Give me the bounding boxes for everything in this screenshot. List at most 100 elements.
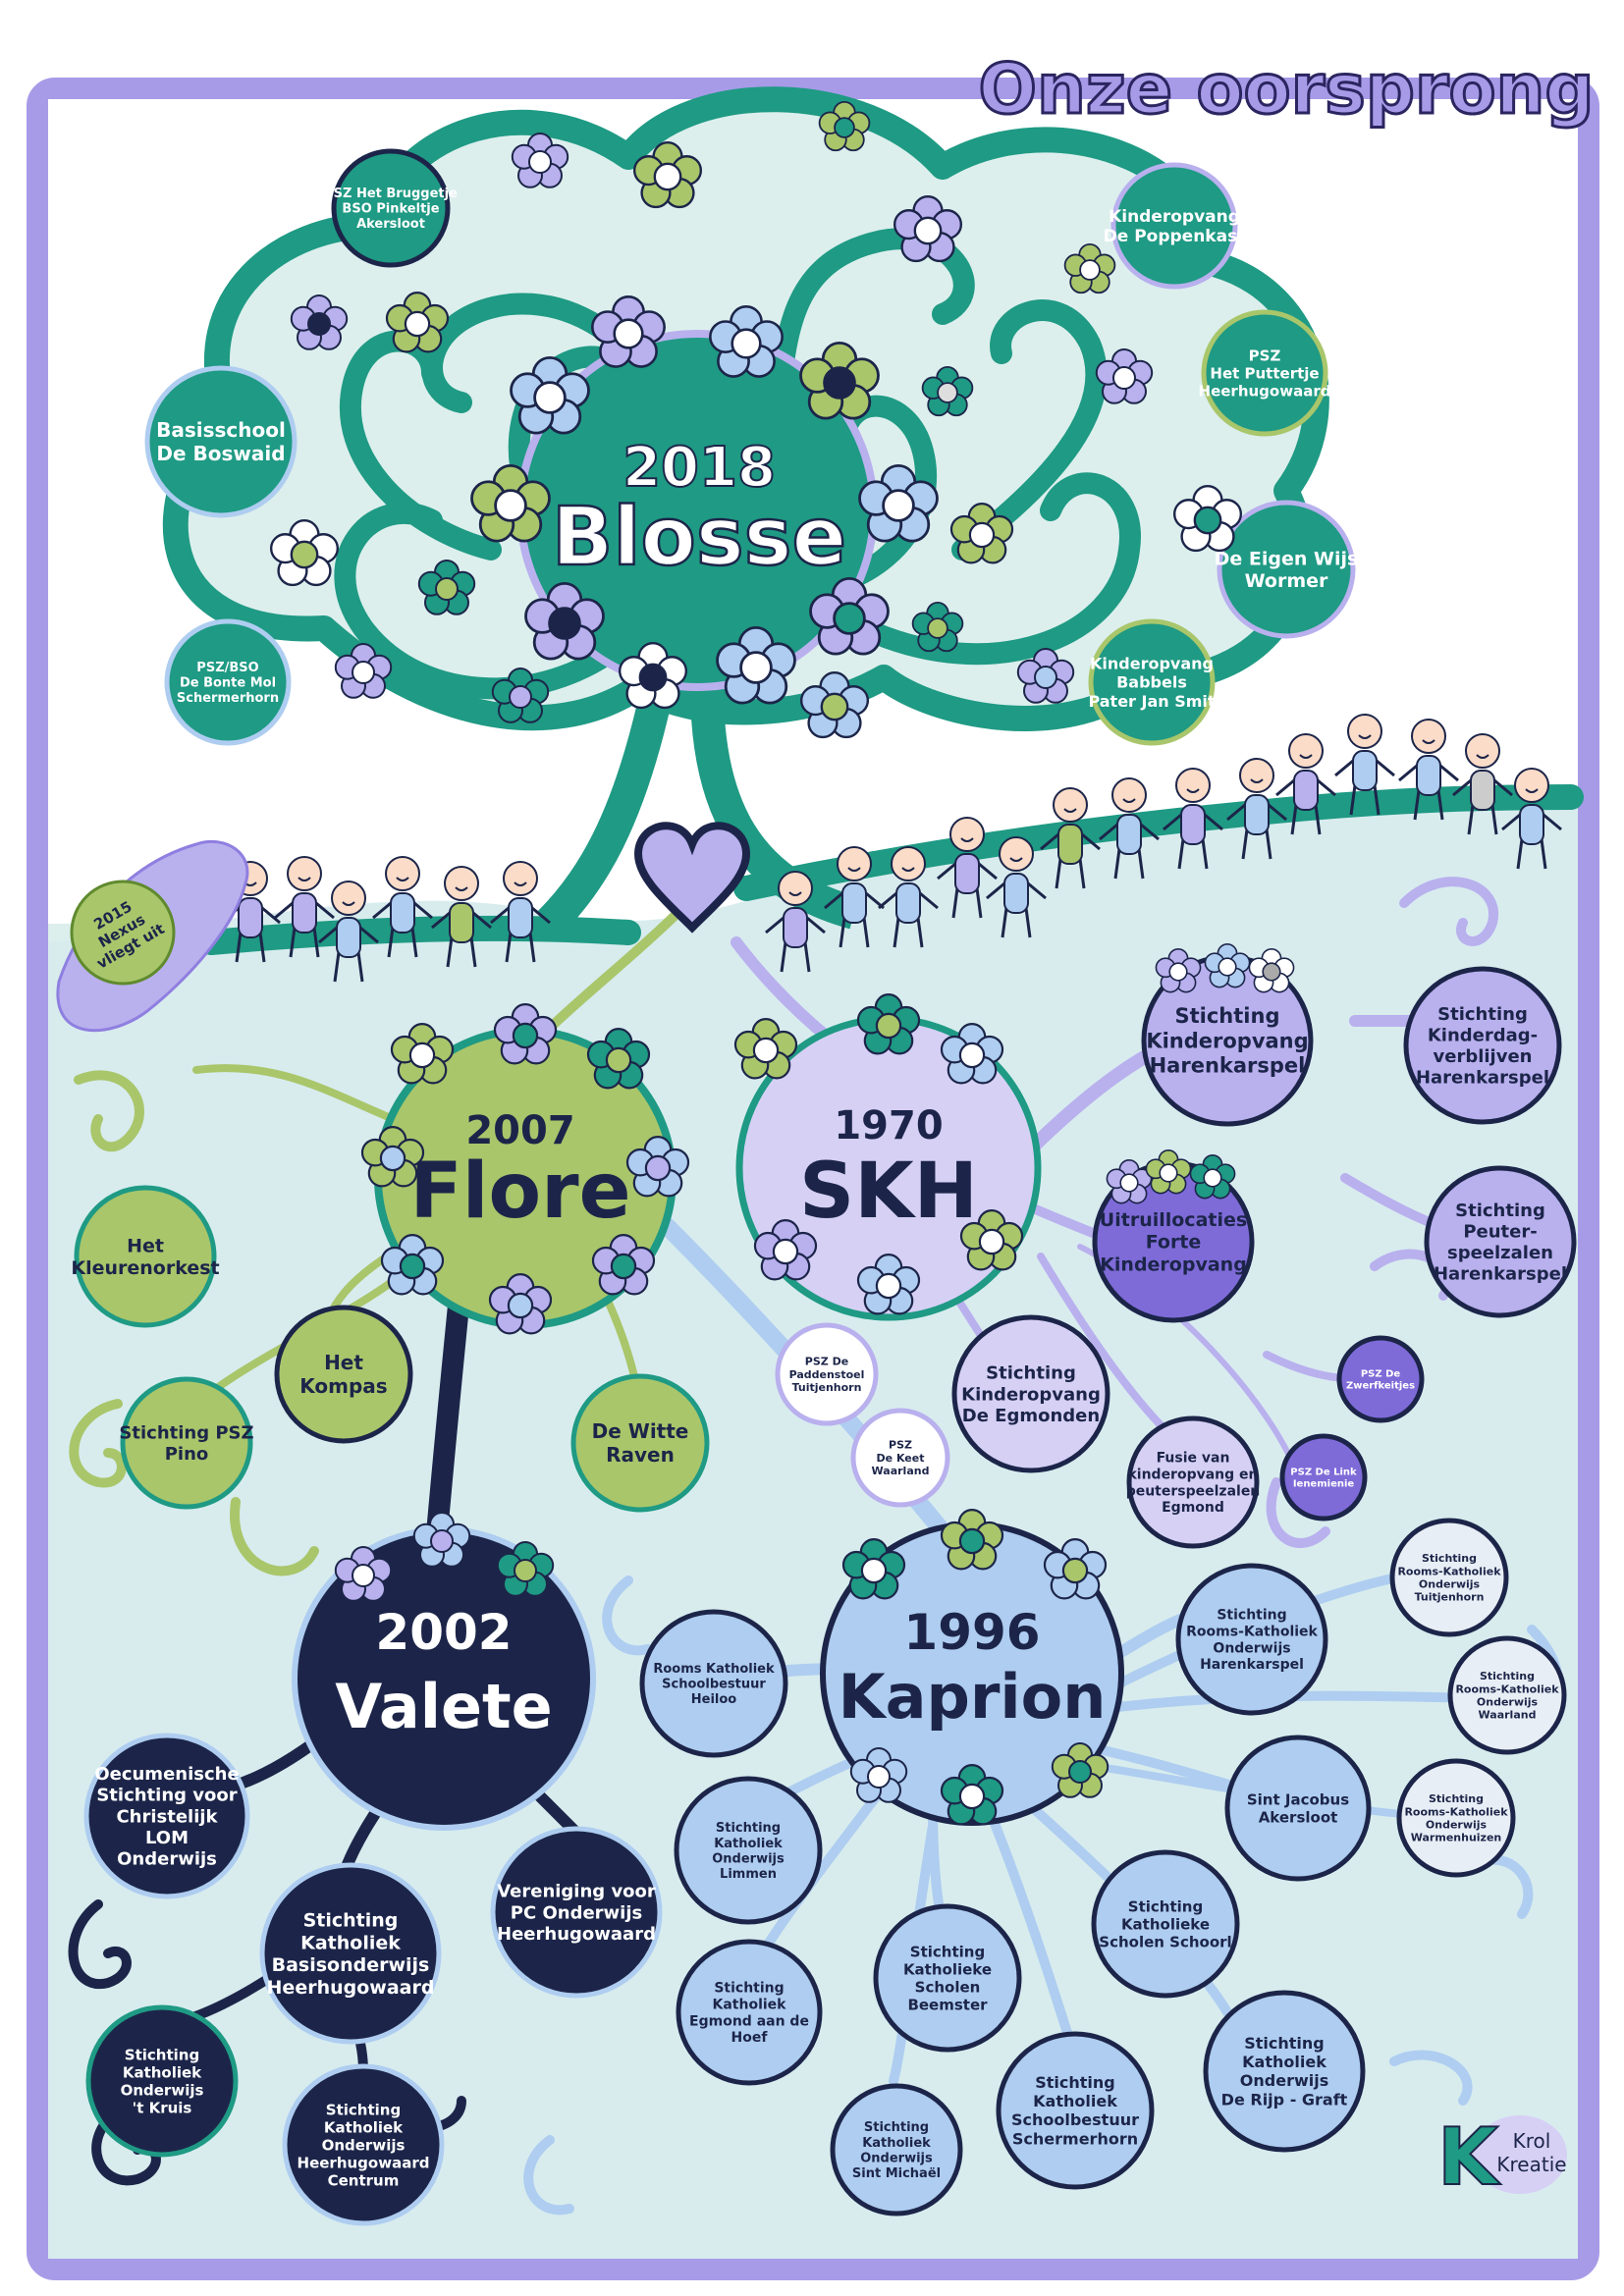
node-circle	[830, 2083, 963, 2216]
flower-icon	[360, 1125, 425, 1188]
flower-icon	[524, 582, 605, 661]
node-circle	[1203, 1990, 1366, 2153]
kaprion-node-2: StichtingRooms-KatholiekOnderwijsHarenka…	[1175, 1563, 1328, 1716]
node-label: Scholen Schoorl	[1099, 1933, 1231, 1950]
flower-icon	[1106, 1159, 1153, 1204]
node-circle	[1389, 1518, 1509, 1637]
blosse-year: 2018	[623, 436, 776, 500]
flower-icon	[618, 642, 688, 710]
node-label: Kinderdag-	[1428, 1026, 1538, 1046]
page-title: Onze oorsprong	[979, 49, 1595, 130]
node-label: verblijven	[1434, 1046, 1533, 1067]
node-label: Katholiek	[714, 1837, 783, 1851]
blosse-name: Blosse	[552, 491, 846, 584]
stick-figure	[1226, 758, 1287, 860]
node-label: Tuitjenhorn	[1415, 1591, 1485, 1604]
node-label: Kinderopvang	[1090, 654, 1214, 672]
node-label: Kinderopvang	[1146, 1029, 1308, 1052]
stick-figure	[274, 856, 335, 958]
node-label: Kinderopvang	[961, 1384, 1101, 1405]
node-label: Rooms Katholiek	[653, 1662, 775, 1677]
node-circle	[676, 1939, 823, 2086]
node-label: Stichting	[1455, 1201, 1545, 1221]
node-circle	[1424, 1165, 1577, 1318]
node-label: Schermerhorn	[1012, 2129, 1138, 2148]
node-label: Stichting	[1429, 1792, 1484, 1805]
kaprion-year: 1996	[903, 1604, 1040, 1661]
node-circle	[996, 2031, 1155, 2190]
node-label: Stichting	[1035, 2073, 1115, 2092]
krol-kreatie-logo: K Krol Kreatie	[1436, 2110, 1567, 2204]
node-label: Limmen	[720, 1867, 777, 1882]
node-circle	[1091, 1849, 1240, 1999]
node-label: Stichting	[714, 1981, 784, 1997]
flower-icon	[940, 1763, 1004, 1826]
skh-year: 1970	[834, 1103, 943, 1148]
node-label: Katholieke	[903, 1960, 992, 1978]
skh-name: SKH	[799, 1148, 978, 1236]
flower-icon	[496, 1541, 555, 1597]
node-label: Paddenstoel	[789, 1368, 865, 1381]
node-label: De Bonte Mol	[180, 676, 276, 691]
node-label: Onderwijs	[860, 2151, 933, 2165]
node-label: De Eigen Wijs	[1215, 548, 1359, 569]
node-label: Stichting	[910, 1943, 985, 1960]
node-label: Stichting	[326, 2101, 401, 2118]
kaprion-node-7: StichtingRooms-KatholiekOnderwijsWarmenh…	[1396, 1758, 1516, 1878]
node-circle	[1201, 309, 1328, 437]
node-label: Rooms-Katholiek	[1404, 1805, 1508, 1818]
valete-node-2: StichtingKatholiekBasisonderwijsHeerhugo…	[259, 1862, 442, 2045]
node-label: Oecumenische	[94, 1764, 239, 1785]
node-label: PSZ	[889, 1439, 912, 1452]
node-circle	[674, 1776, 823, 1925]
flower-icon	[380, 1233, 445, 1296]
blosse-circle: 2018 Blosse	[516, 330, 878, 691]
node-label: Akersloot	[1259, 1808, 1338, 1826]
node-circle	[1088, 618, 1216, 746]
flower-icon	[488, 1272, 553, 1335]
node-label: Katholiek	[1033, 2092, 1117, 2110]
node-label: PSZ De	[805, 1356, 848, 1368]
flower-icon	[949, 502, 1014, 564]
node-label: Hoef	[731, 2030, 769, 2046]
node-label: Heerhugowaard	[1199, 382, 1331, 400]
flore-name: Flore	[410, 1148, 631, 1236]
flower-icon	[1145, 1149, 1192, 1195]
node-label: Pater Jan Smit	[1088, 692, 1215, 711]
flower-icon	[959, 1208, 1024, 1271]
node-label: Rooms-Katholiek	[1397, 1565, 1501, 1577]
node-label: Schoolbestuur	[1011, 2110, 1139, 2129]
node-label: Schoolbestuur	[662, 1678, 766, 1692]
node-circle	[1126, 1415, 1260, 1549]
node-label: Pino	[165, 1444, 209, 1465]
flower-icon	[491, 667, 550, 723]
node-label: speelzalen	[1447, 1243, 1553, 1263]
flower-icon	[1063, 242, 1116, 294]
node-label: Stichting	[716, 1821, 781, 1836]
stick-figure	[986, 836, 1047, 938]
valete-year: 2002	[375, 1604, 512, 1661]
stick-figure	[1163, 768, 1223, 870]
node-label: PSZ Het Bruggetje	[324, 187, 458, 201]
node-circle	[951, 1314, 1110, 1473]
node-label: Kleurenorkest	[71, 1257, 219, 1279]
node-label: Het Puttertje	[1210, 364, 1319, 382]
node-label: Katholieke	[1121, 1915, 1210, 1933]
node-label: Sint Jacobus	[1247, 1790, 1349, 1808]
flower-icon	[412, 1512, 471, 1568]
node-label: Stichting	[1217, 1608, 1286, 1624]
node-label: Beemster	[907, 1996, 988, 2013]
flower-icon	[1016, 648, 1075, 704]
node-label: PSZ	[1249, 347, 1281, 364]
node-label: Stichting voor	[96, 1786, 237, 1806]
node-label: kinderopvang en	[1127, 1468, 1258, 1483]
node-label: Heerhugowaard	[298, 2154, 430, 2171]
node-label: Scholen	[915, 1978, 981, 1996]
stick-figure	[1275, 733, 1336, 835]
flower-icon	[1155, 947, 1202, 993]
node-circle	[274, 1305, 413, 1444]
